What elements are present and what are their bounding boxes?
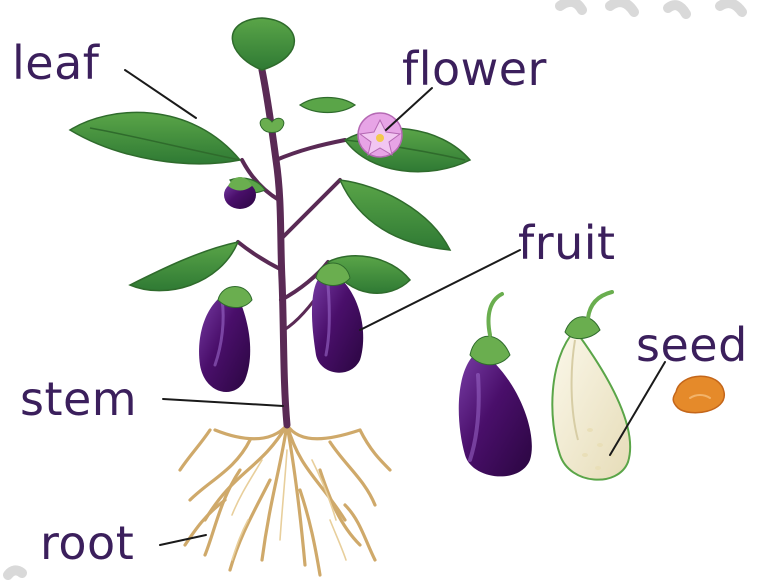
label-leaf: leaf — [12, 40, 99, 86]
label-fruit: fruit — [518, 220, 616, 266]
fruit-cut — [552, 292, 630, 480]
leader-root — [160, 535, 206, 545]
fruit-left — [199, 287, 252, 393]
leaf-top — [232, 18, 294, 70]
stem — [238, 70, 345, 425]
root-system — [180, 425, 390, 575]
fruit-whole — [459, 294, 532, 476]
label-seed: seed — [636, 322, 748, 368]
leaf-big-left — [70, 112, 240, 163]
leaf-right-mid — [340, 180, 450, 250]
leader-stem — [163, 399, 283, 406]
leaf-small-top-right — [300, 98, 355, 113]
flower — [260, 113, 402, 157]
leaf-left-mid — [130, 242, 238, 291]
label-flower: flower — [402, 46, 547, 92]
leader-leaf — [125, 70, 196, 118]
label-root: root — [40, 520, 134, 566]
seed — [673, 376, 724, 413]
label-stem: stem — [20, 376, 137, 422]
root-system-light — [232, 450, 346, 560]
